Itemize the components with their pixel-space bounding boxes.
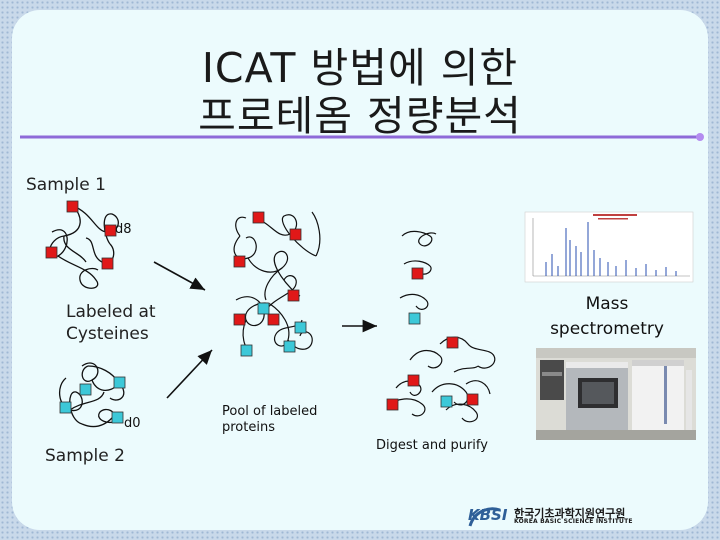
sample2-label: Sample 2 [45, 446, 125, 466]
pooled-protein-cluster [233, 211, 321, 353]
digested-light-tags [408, 312, 453, 408]
logo-korean-name: 한국기초과학지원연구원 [514, 507, 626, 520]
mass-spectrometry-label: Mass spectrometry [538, 292, 676, 342]
title-line-1: ICAT 방법에 의한 [201, 44, 519, 92]
arrow-sample2-to-pool [166, 349, 213, 399]
d0-tag-label: d0 [124, 416, 141, 431]
mass-spectrum-plot [524, 211, 694, 283]
d8-tag-label: d8 [115, 222, 132, 237]
pool-line-2: proteins [222, 420, 275, 435]
sample1-protein-cluster [48, 205, 119, 289]
sample1-label: Sample 1 [26, 175, 106, 195]
sample2-light-tags [59, 376, 126, 424]
kbsi-logo-mark [468, 507, 501, 527]
digested-peptides [387, 230, 496, 423]
mass-spectrometer-instrument [536, 348, 696, 440]
sample1-heavy-tags [45, 200, 117, 270]
pooled-light-tags [240, 302, 307, 357]
kbsi-logo: KBSI 한국기초과학지원연구원 KOREA BASIC SCIENCE INS… [468, 506, 638, 530]
mass-line-2: spectrometry [550, 319, 664, 339]
digest-purify-label: Digest and purify [376, 438, 488, 453]
pooled-heavy-tags [233, 211, 302, 326]
labeled-line-1: Labeled at [66, 302, 156, 322]
arrow-sample1-to-pool [153, 261, 206, 291]
logo-abbr: KBSI [468, 506, 508, 524]
labeled-line-2: Cysteines [66, 324, 149, 344]
title-line-2: 프로테옴 정량분석 [198, 92, 522, 140]
digested-heavy-tags [386, 267, 479, 411]
title-underline-arrow [20, 133, 704, 141]
pool-line-1: Pool of labeled [222, 404, 318, 419]
mass-line-1: Mass [585, 294, 629, 314]
logo-english-name: KOREA BASIC SCIENCE INSTITUTE [514, 518, 633, 525]
pool-label: Pool of labeled proteins [222, 404, 317, 436]
labeled-at-cysteines-label: Labeled at Cysteines [66, 301, 156, 345]
